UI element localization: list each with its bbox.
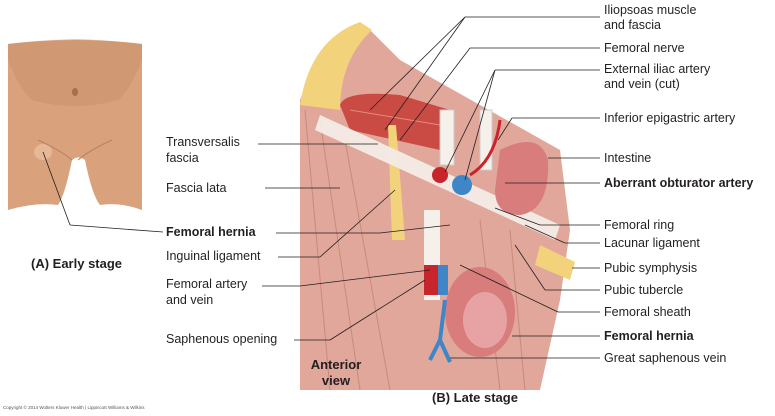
label-transversalis-fascia-line1: Transversalis xyxy=(166,135,240,149)
label-iliopsoas-line2: and fascia xyxy=(604,18,661,32)
label-inferior-epigastric: Inferior epigastric artery xyxy=(604,111,736,125)
label-intestine: Intestine xyxy=(604,151,652,165)
label-iliopsoas-line1: Iliopsoas muscle xyxy=(604,3,697,17)
panel-a-caption: (A) Early stage xyxy=(31,256,123,271)
panel-a-femoral-hernia-label: Femoral hernia xyxy=(166,225,256,239)
anterior-view-line1: Anterior xyxy=(310,357,362,372)
label-femoral-ring: Femoral ring xyxy=(604,218,675,232)
label-external-iliac-line1: External iliac artery xyxy=(604,62,711,76)
label-transversalis-fascia-line2: fascia xyxy=(166,151,199,165)
label-lacunar-ligament: Lacunar ligament xyxy=(604,236,700,250)
label-fascia-lata: Fascia lata xyxy=(166,181,227,195)
label-femoral-hernia-right: Femoral hernia xyxy=(604,329,694,343)
label-pubic-symphysis: Pubic symphysis xyxy=(604,261,698,275)
label-great-saphenous: Great saphenous vein xyxy=(604,351,727,365)
panel-a-torso xyxy=(8,39,142,210)
leader-lines xyxy=(369,16,600,359)
copyright: Copyright © 2014 Wolters Kluwer Health |… xyxy=(3,405,145,410)
label-femoral-artery-vein-line1: Femoral artery xyxy=(166,277,248,291)
anterior-view-line2: view xyxy=(321,373,351,388)
label-pubic-tubercle: Pubic tubercle xyxy=(604,283,684,297)
panel-b-caption: (B) Late stage xyxy=(432,390,518,405)
label-external-iliac-line2: and vein (cut) xyxy=(604,77,680,91)
label-femoral-sheath: Femoral sheath xyxy=(604,305,691,319)
leader-lines-left xyxy=(258,143,451,341)
label-saphenous-opening: Saphenous opening xyxy=(166,332,278,346)
panel-b-anatomy xyxy=(300,22,575,391)
label-inguinal-ligament: Inguinal ligament xyxy=(166,249,261,263)
label-femoral-artery-vein-line2: and vein xyxy=(166,293,214,307)
label-aberrant-obturator: Aberrant obturator artery xyxy=(604,176,754,190)
label-femoral-nerve: Femoral nerve xyxy=(604,41,685,55)
